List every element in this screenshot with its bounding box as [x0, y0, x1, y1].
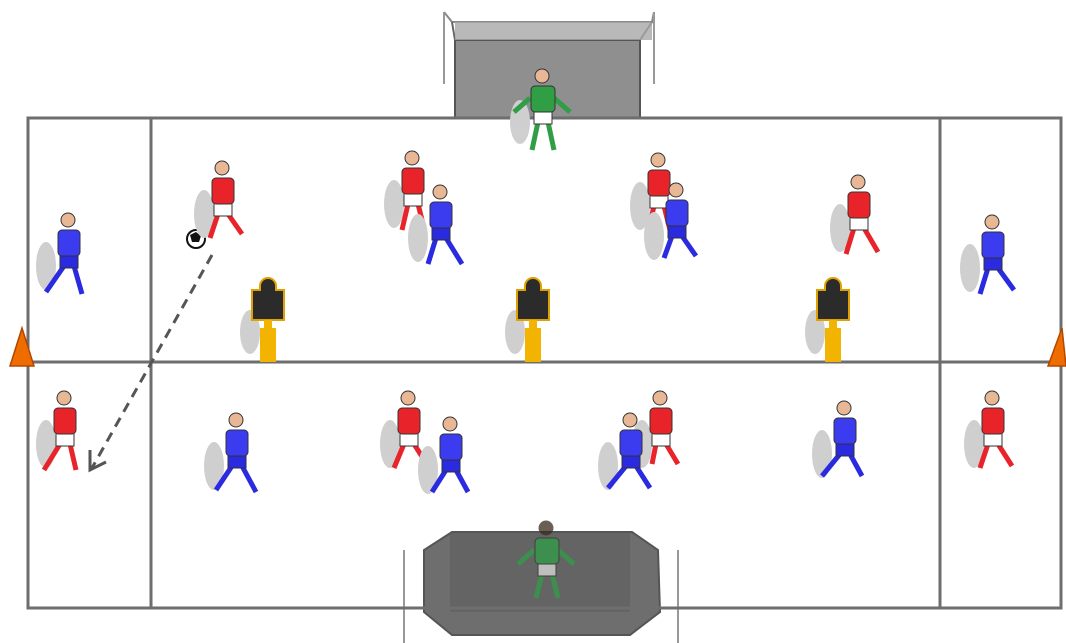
cone-right [1048, 328, 1066, 366]
blue-player [960, 215, 1014, 294]
blue-player [812, 401, 862, 478]
red-player [964, 391, 1012, 468]
blue-player [204, 413, 256, 492]
blue-player [418, 417, 468, 494]
red-player [830, 175, 878, 254]
red-player [36, 391, 76, 470]
blue-player [36, 213, 82, 294]
mannequin [505, 278, 549, 362]
cone-left [10, 328, 34, 366]
mannequin [240, 278, 284, 362]
mannequin [805, 278, 849, 362]
red-player [194, 161, 242, 238]
